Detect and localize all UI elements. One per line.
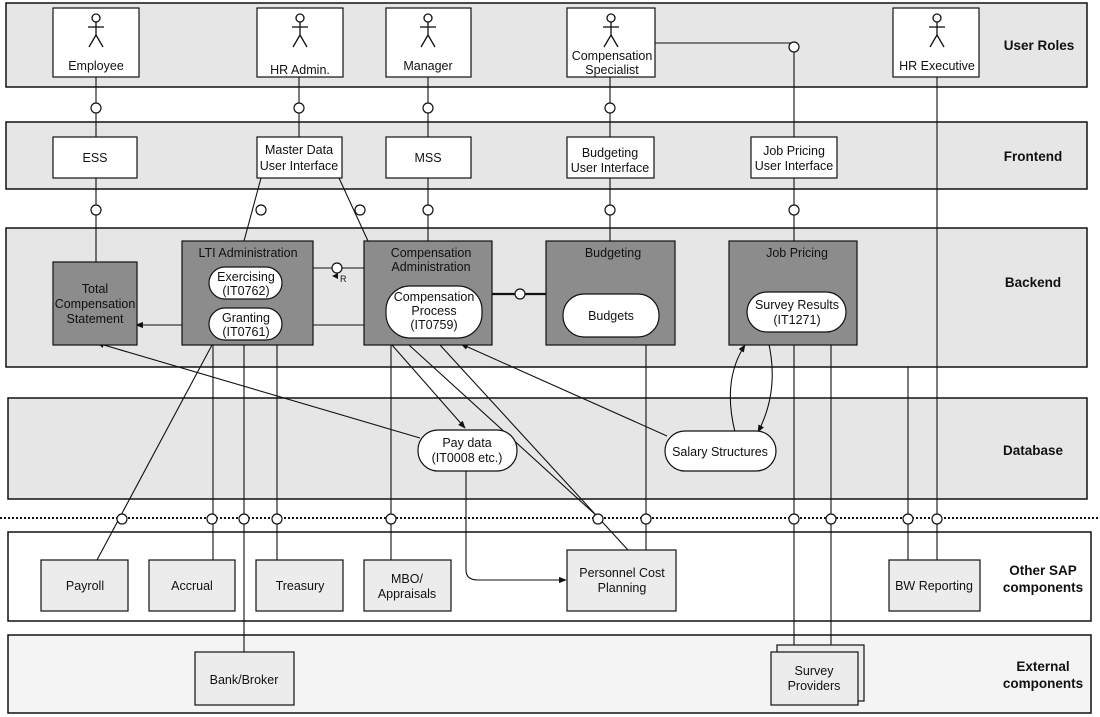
lane-label-external-2: components xyxy=(1003,676,1083,691)
box-label-2: User Interface xyxy=(260,159,339,173)
box-label: Accrual xyxy=(171,579,213,593)
sap-accrual[interactable]: Accrual xyxy=(148,559,236,612)
lane-label-external-1: External xyxy=(1016,659,1069,674)
lane-label-database: Database xyxy=(1003,443,1064,458)
box-label-2: Planning xyxy=(598,581,647,595)
role-label: HR Admin. xyxy=(270,63,330,77)
box-label: Bank/Broker xyxy=(210,673,279,687)
role-label: Employee xyxy=(68,59,124,73)
box-label: BW Reporting xyxy=(895,579,973,593)
box-title-1: Compensation xyxy=(391,246,472,260)
box-label: Treasury xyxy=(276,579,326,593)
external-survey-providers[interactable]: Survey Providers xyxy=(770,644,865,706)
database-pay-data[interactable]: Pay data (IT0008 etc.) xyxy=(417,429,518,472)
frontend-job-pricing-ui[interactable]: Job Pricing User Interface xyxy=(750,136,838,179)
box-title: LTI Administration xyxy=(198,246,297,260)
box-label-1: Budgeting xyxy=(582,146,638,160)
backend-total-compensation-statement[interactable]: Total Compensation Statement xyxy=(52,261,138,346)
role-employee[interactable]: Employee xyxy=(52,7,140,78)
node-label-1: Compensation xyxy=(394,290,475,304)
budgets-node[interactable]: Budgets xyxy=(562,293,660,338)
node-label-3: (IT0759) xyxy=(410,318,457,332)
lane-label-other-sap-1: Other SAP xyxy=(1009,563,1077,578)
box-title-2: Administration xyxy=(391,260,470,274)
granting-node[interactable]: Granting (IT0761) xyxy=(208,307,283,341)
node-label-2: (IT0761) xyxy=(222,325,269,339)
frontend-master-data-ui[interactable]: Master Data User Interface xyxy=(256,136,343,179)
box-label-1: Job Pricing xyxy=(763,144,825,158)
box-label-2: User Interface xyxy=(755,159,834,173)
frontend-mss[interactable]: MSS xyxy=(385,136,472,179)
box-title: Budgeting xyxy=(585,246,641,260)
lane-label-other-sap-2: components xyxy=(1003,580,1083,595)
role-label-2: Specialist xyxy=(585,63,639,77)
sap-payroll[interactable]: Payroll xyxy=(40,559,129,612)
lane-external: External components xyxy=(7,634,1092,714)
compensation-process-node[interactable]: Compensation Process (IT0759) xyxy=(385,285,483,339)
backend-job-pricing[interactable]: Job Pricing Survey Results (IT1271) xyxy=(728,240,858,346)
box-label-1: Survey xyxy=(795,664,835,678)
sap-treasury[interactable]: Treasury xyxy=(255,559,344,612)
sap-personnel-cost-planning[interactable]: Personnel Cost Planning xyxy=(566,549,677,612)
box-label: MSS xyxy=(414,151,441,165)
node-label-2: Process xyxy=(411,304,456,318)
exercising-node[interactable]: Exercising (IT0762) xyxy=(208,266,283,300)
box-label-1: Personnel Cost xyxy=(579,566,665,580)
box-label-3: Statement xyxy=(67,312,125,326)
node-label-1: Granting xyxy=(222,311,270,325)
lane-database: Database xyxy=(7,397,1088,500)
node-label: Salary Structures xyxy=(672,445,768,459)
role-compensation-specialist[interactable]: Compensation Specialist xyxy=(566,7,656,78)
role-label: Manager xyxy=(403,59,452,73)
lane-frontend: Frontend xyxy=(5,121,1088,190)
box-label-1: MBO/ xyxy=(391,572,423,586)
box-label-2: Appraisals xyxy=(378,587,436,601)
box-label-2: Providers xyxy=(788,679,841,693)
frontend-budgeting-ui[interactable]: Budgeting User Interface xyxy=(566,136,655,179)
node-label-2: (IT0762) xyxy=(222,284,269,298)
node-label-1: Survey Results xyxy=(755,298,839,312)
node-label-2: (IT1271) xyxy=(773,313,820,327)
node-label-1: Exercising xyxy=(217,270,275,284)
frontend-ess[interactable]: ESS xyxy=(52,136,138,179)
backend-lti-administration[interactable]: LTI Administration Exercising (IT0762) G… xyxy=(181,240,314,346)
backend-compensation-administration[interactable]: Compensation Administration Compensation… xyxy=(363,240,493,346)
node-label-2: (IT0008 etc.) xyxy=(432,451,503,465)
box-label-2: Compensation xyxy=(55,297,136,311)
request-arrow-icon xyxy=(332,273,338,279)
lane-label-frontend: Frontend xyxy=(1004,149,1063,164)
external-bank-broker[interactable]: Bank/Broker xyxy=(194,651,295,706)
node-label: Budgets xyxy=(588,309,634,323)
box-label: Payroll xyxy=(66,579,104,593)
lane-label-user-roles: User Roles xyxy=(1004,38,1075,53)
node-label-1: Pay data xyxy=(442,436,491,450)
role-label-1: Compensation xyxy=(572,49,653,63)
request-marker: R xyxy=(340,274,347,284)
role-hr-admin[interactable]: HR Admin. xyxy=(256,7,344,78)
database-salary-structures[interactable]: Salary Structures xyxy=(664,430,777,472)
role-manager[interactable]: Manager xyxy=(385,7,472,78)
box-label-1: Master Data xyxy=(265,143,333,157)
lane-label-backend: Backend xyxy=(1005,275,1061,290)
role-label: HR Executive xyxy=(899,59,975,73)
box-label: ESS xyxy=(82,151,107,165)
box-title: Job Pricing xyxy=(766,246,828,260)
backend-budgeting[interactable]: Budgeting Budgets xyxy=(545,240,676,346)
sap-mbo-appraisals[interactable]: MBO/ Appraisals xyxy=(363,559,452,612)
survey-results-node[interactable]: Survey Results (IT1271) xyxy=(746,291,847,333)
box-label-2: User Interface xyxy=(571,161,650,175)
box-label-1: Total xyxy=(82,282,108,296)
interface-points xyxy=(90,41,943,525)
role-hr-executive[interactable]: HR Executive xyxy=(892,7,980,78)
sap-bw-reporting[interactable]: BW Reporting xyxy=(888,559,981,612)
